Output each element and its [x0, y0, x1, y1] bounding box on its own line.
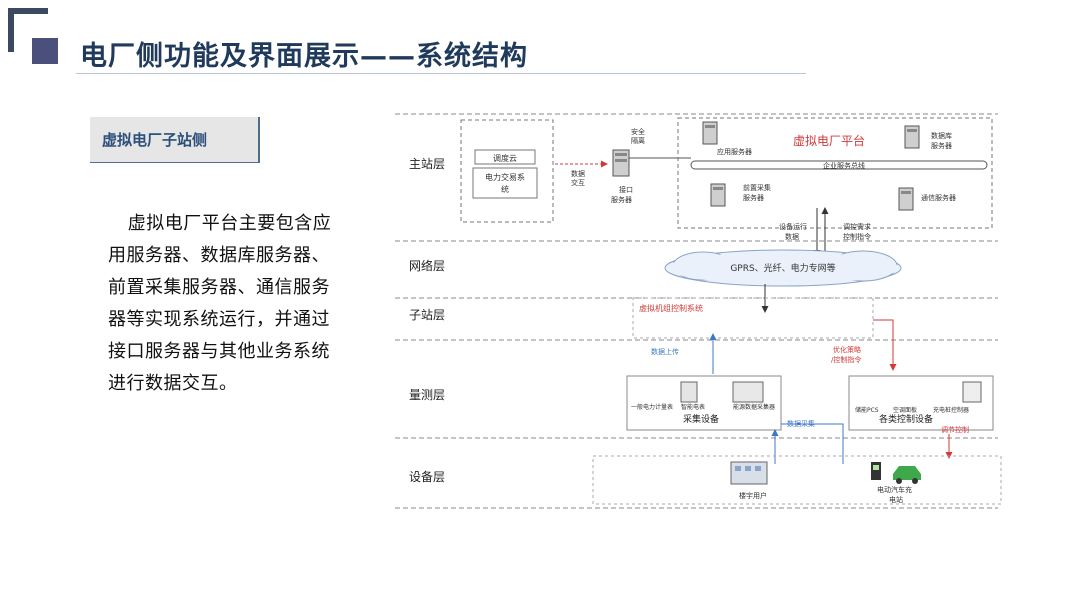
smart-meter-label: 智能电表 — [681, 403, 705, 411]
collect-label: 数据采集 — [787, 419, 815, 428]
data-exchange-label-2: 交互 — [571, 178, 585, 187]
layer-label-device: 设备层 — [409, 470, 445, 484]
interface-server-label-2: 服务器 — [611, 195, 632, 204]
network-cloud-label: GPRS、光纤、电力专网等 — [730, 262, 835, 274]
safety-label-1: 安全 — [631, 127, 645, 136]
power-trading-label-2: 统 — [501, 184, 509, 194]
title-divider — [76, 73, 806, 74]
layer-separators — [395, 113, 998, 509]
collect-arrow-2 — [781, 423, 844, 464]
comm-server-icon — [898, 187, 914, 211]
control-system-label: 虚拟机组控制系统 — [639, 303, 703, 313]
building-icon — [730, 461, 768, 485]
app-server-label: 应用服务器 — [717, 147, 752, 156]
db-server-icon — [904, 125, 920, 149]
system-architecture-diagram: 主站层 网络层 子站层 量测层 设备层 调度云 电力交易系 统 数据 交互 安全… — [393, 108, 1013, 513]
safety-label-2: 隔离 — [631, 136, 645, 145]
db-server-label-1: 数据库 — [931, 131, 952, 140]
dispatch-cloud-box — [474, 149, 536, 165]
front-server-icon — [710, 183, 726, 207]
platform-box — [677, 117, 993, 229]
service-bus-label: 企业服务总线 — [823, 161, 865, 170]
diagram-canvas: 主站层 网络层 子站层 量测层 设备层 调度云 电力交易系 统 数据 交互 安全… — [395, 113, 1002, 509]
strategy-label-1: 优化策略 — [833, 345, 861, 354]
building-user-label: 楼宇用户 — [739, 491, 767, 500]
meter-label: 一般电力计量表 — [631, 403, 673, 411]
ev-station-icon — [871, 462, 921, 484]
service-bus — [690, 160, 988, 170]
charger-ctrl-label: 充电桩控制器 — [933, 406, 969, 414]
external-systems-box — [460, 119, 554, 223]
data-exchange-label-1: 数据 — [571, 169, 585, 178]
strategy-label-2: /控制指令 — [831, 355, 861, 364]
ev-station-label-2: 电站 — [889, 495, 903, 504]
dispatch-cloud-label: 调度云 — [493, 153, 517, 163]
terminal-icon — [732, 381, 764, 403]
logo-mark — [8, 8, 58, 64]
strategy-arrow — [873, 319, 897, 371]
power-trading-box — [472, 167, 538, 199]
interface-server-label-1: 接口 — [619, 185, 633, 194]
description-text: 虚拟电厂平台主要包含应用服务器、数据库服务器、前置采集服务器、通信服务器等实现系… — [108, 213, 332, 394]
layer-label-network: 网络层 — [409, 258, 445, 273]
page-title: 电厂侧功能及界面展示——系统结构 — [80, 41, 528, 72]
terminal-label: 能源数据采集器 — [733, 403, 775, 411]
collect-device-label: 采集设备 — [683, 413, 719, 425]
hvac-label: 空调面板 — [893, 406, 917, 414]
logo-square — [32, 38, 58, 64]
upload-label: 数据上传 — [651, 347, 679, 356]
run-data-label-1: 设备运行 — [779, 222, 807, 231]
pcs-label: 储能PCS — [855, 406, 879, 414]
layer-label-measure: 量测层 — [409, 388, 445, 402]
network-cloud-icon — [664, 249, 902, 287]
front-server-label-2: 服务器 — [743, 193, 764, 202]
control-system-box — [632, 297, 874, 339]
power-trading-label-1: 电力交易系 — [485, 172, 525, 182]
section-label: 虚拟电厂子站侧 — [102, 131, 208, 149]
ev-station-label-1: 电动汽车充 — [877, 485, 912, 494]
device-layer-box — [592, 455, 1002, 505]
logo-frame — [8, 8, 48, 52]
control-label-1: 调控需求 — [843, 222, 871, 231]
app-server-icon — [702, 121, 718, 145]
meter-icon — [680, 381, 698, 403]
front-server-label-1: 前置采集 — [743, 183, 771, 192]
layer-label-substation: 子站层 — [409, 308, 445, 322]
control-label-2: 控制指令 — [843, 232, 871, 241]
section-tab: 虚拟电厂子站侧 — [90, 117, 260, 163]
run-data-label-2: 数据 — [785, 232, 799, 241]
interface-server-icon — [612, 149, 630, 177]
db-server-label-2: 服务器 — [931, 141, 952, 150]
comm-server-label: 通信服务器 — [921, 193, 956, 202]
charger-icon — [962, 381, 982, 403]
layer-label-master: 主站层 — [409, 157, 445, 171]
regulate-label: 调节控制 — [941, 425, 969, 434]
control-device-label: 各类控制设备 — [879, 413, 933, 425]
platform-title: 虚拟电厂平台 — [793, 133, 865, 148]
